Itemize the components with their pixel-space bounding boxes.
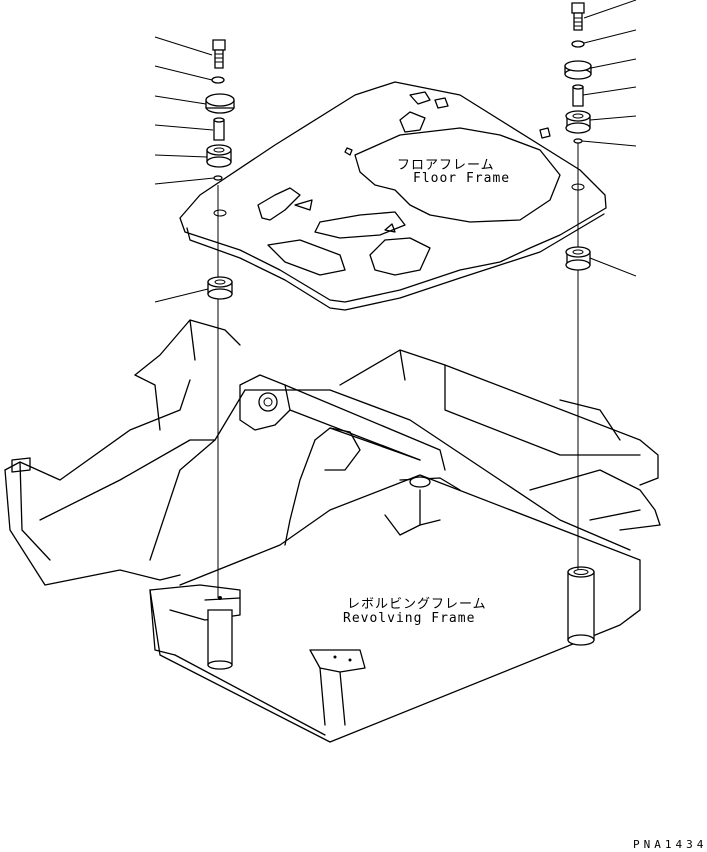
- floor-frame-label-jp: フロアフレーム: [397, 158, 495, 173]
- revolving-frame-label-en: Revolving Frame: [343, 611, 476, 626]
- right-mount-stack: [564, 2, 592, 271]
- drawing-code: PNA1434: [633, 838, 707, 851]
- revolving-frame-label-jp: レボルビングフレーム: [347, 597, 487, 612]
- floor-frame-plate: [179, 81, 607, 311]
- left-mount-stack: [205, 39, 235, 300]
- floor-frame-label-en: Floor Frame: [413, 171, 511, 186]
- leader-lines: [154, 0, 637, 303]
- revolving-frame: [4, 319, 661, 743]
